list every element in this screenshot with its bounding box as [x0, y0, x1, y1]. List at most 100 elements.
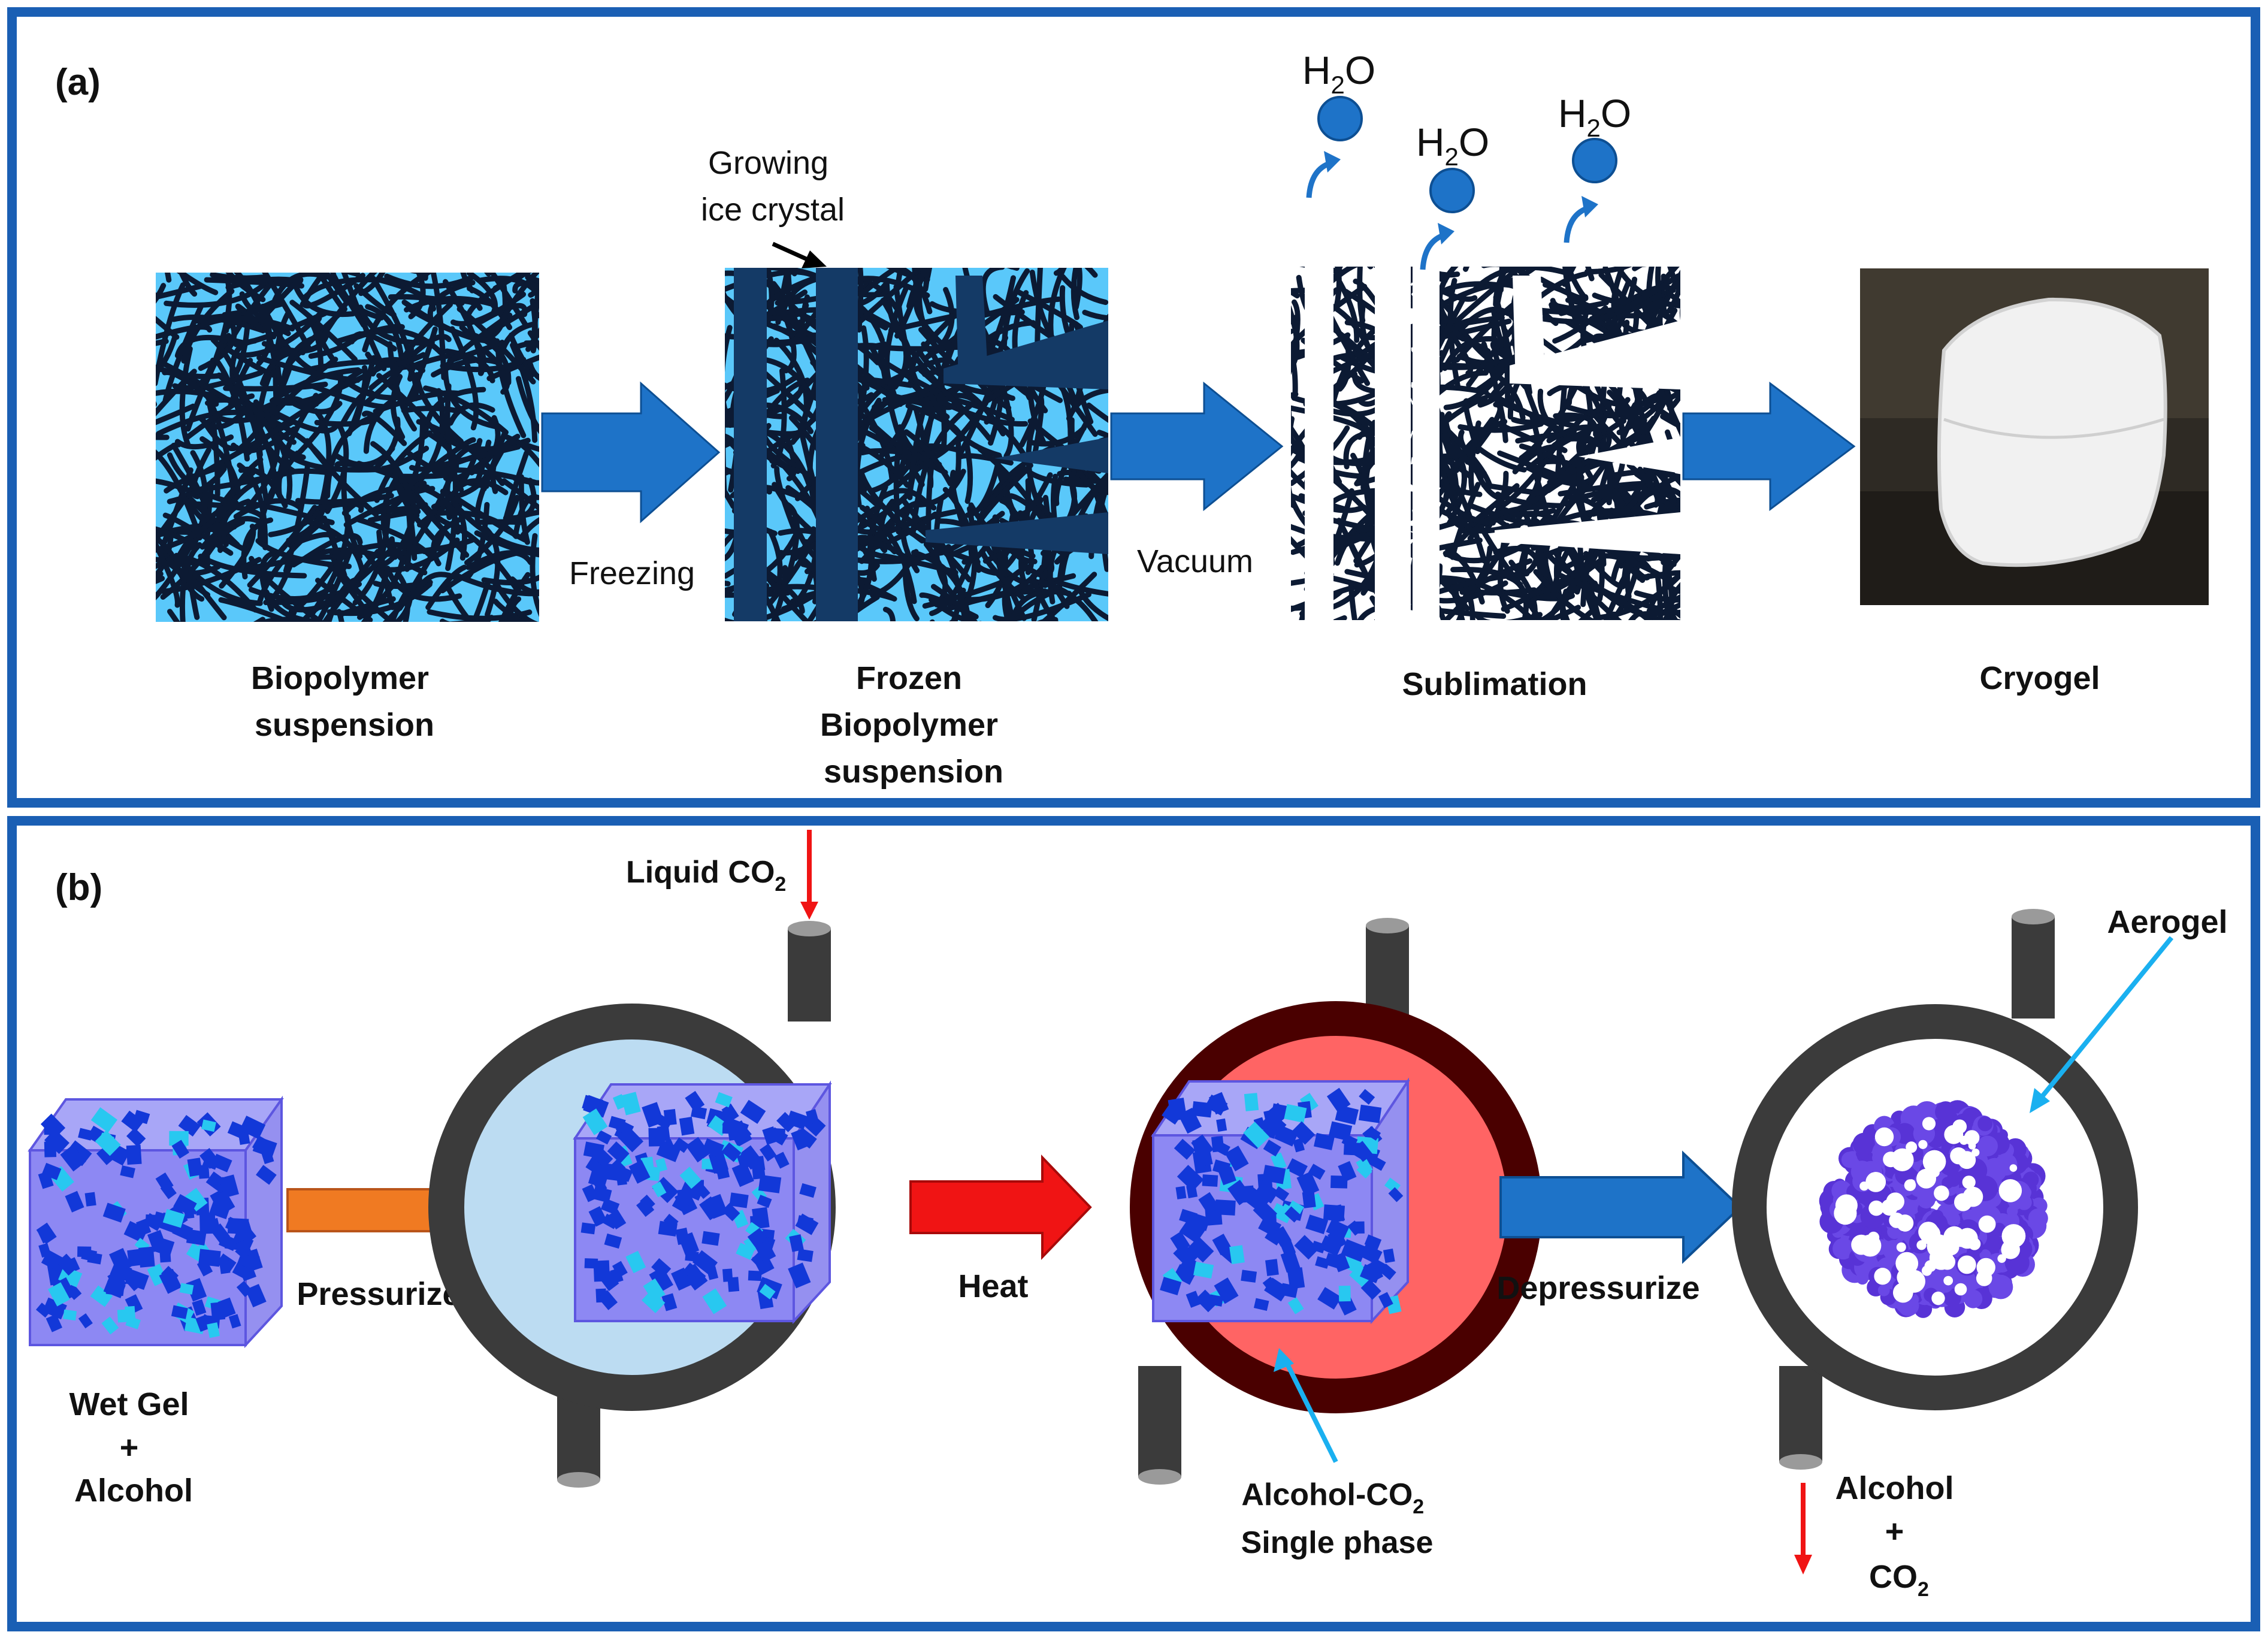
biopolymer-fiber — [156, 403, 196, 425]
biopolymer-fiber — [963, 437, 973, 504]
gel-particle — [46, 1314, 63, 1332]
aerogel-pore — [1976, 1258, 1995, 1277]
depressurize-label: Depressurize — [1496, 1270, 1700, 1306]
gel-particle — [1284, 1206, 1301, 1223]
biopolymer-fiber — [1333, 267, 1342, 309]
biopolymer-fiber — [1470, 504, 1547, 535]
biopolymer-fiber — [464, 501, 490, 581]
biopolymer-fiber — [1097, 479, 1108, 524]
cryogel-caption: Cryogel — [1979, 660, 2100, 696]
aerogel-node — [1841, 1152, 1858, 1168]
biopolymer-fiber — [446, 586, 474, 622]
biopolymer-fiber — [1471, 625, 1528, 660]
gel-particle — [1177, 1165, 1204, 1192]
gel-particle — [210, 1223, 231, 1244]
biopolymer-fiber — [425, 564, 467, 611]
gel-particle — [748, 1270, 762, 1282]
biopolymer-fiber — [162, 369, 219, 407]
gel-particle — [179, 1283, 194, 1295]
biopolymer-fiber — [880, 297, 912, 356]
biopolymer-fiber — [1604, 456, 1613, 506]
gel-particle — [1214, 1277, 1239, 1304]
biopolymer-fiber — [1435, 604, 1447, 620]
biopolymer-fiber — [156, 526, 192, 545]
gel-particle — [1319, 1235, 1343, 1256]
aerogel-node — [1930, 1210, 1944, 1223]
biopolymer-fiber — [1498, 396, 1561, 431]
gel-particle — [239, 1116, 266, 1140]
gel-particle — [636, 1198, 655, 1217]
gel-particle — [101, 1316, 119, 1335]
biopolymer-fiber — [496, 273, 539, 328]
aerogel-pore — [1943, 1276, 1953, 1286]
biopolymer-fiber — [1435, 507, 1475, 542]
biopolymer-fiber — [486, 354, 539, 382]
biopolymer-fiber — [1478, 524, 1519, 582]
biopolymer-fiber — [957, 453, 1014, 466]
gel-particle — [1271, 1152, 1287, 1171]
biopolymer-fiber — [440, 618, 521, 622]
gel-particle — [102, 1202, 126, 1223]
biopolymer-fiber — [402, 489, 413, 572]
biopolymer-fiber — [1476, 446, 1527, 473]
gel-particle — [642, 1102, 664, 1128]
gel-particle — [1329, 1204, 1345, 1223]
biopolymer-fiber — [453, 573, 539, 597]
water-vapor-2: H2O — [1416, 120, 1489, 270]
aerogel-node — [1946, 1212, 1961, 1226]
biopolymer-fiber — [1462, 583, 1475, 620]
gel-particle — [1215, 1199, 1236, 1216]
heat-arrow — [909, 1155, 1092, 1260]
gel-particle — [1263, 1109, 1280, 1129]
gel-particle — [1292, 1138, 1305, 1153]
gel-particle — [789, 1234, 804, 1252]
biopolymer-fiber — [1525, 598, 1544, 620]
gel-particle — [729, 1192, 749, 1208]
biopolymer-fiber — [341, 273, 361, 277]
biopolymer-fiber — [156, 292, 157, 297]
gel-particle — [651, 1181, 667, 1198]
biopolymer-fiber — [344, 273, 350, 274]
biopolymer-fiber — [1357, 267, 1366, 324]
biopolymer-fiber — [531, 280, 539, 337]
biopolymer-fiber — [1006, 268, 1020, 271]
gel-particle — [96, 1146, 116, 1165]
biopolymer-fiber — [410, 273, 433, 274]
gel-particle — [797, 1249, 814, 1262]
cryogel-photo — [1860, 268, 2209, 605]
gel-particle — [658, 1220, 678, 1237]
biopolymer-fiber — [527, 361, 539, 381]
biopolymer-fiber — [373, 416, 401, 471]
gel-particle — [722, 1268, 733, 1282]
gel-particle — [1193, 1261, 1214, 1279]
biopolymer-fiber — [1011, 589, 1072, 618]
biopolymer-fiber — [1336, 518, 1375, 592]
aerogel-pore — [1889, 1213, 1905, 1228]
gel-particle — [628, 1160, 651, 1184]
biopolymer-fiber — [490, 434, 521, 494]
single-phase-caption: Alcohol-CO2 Single phase — [1241, 1477, 1434, 1560]
gel-particle — [1186, 1184, 1198, 1199]
biopolymer-fiber — [479, 299, 539, 340]
gel-particle — [1347, 1220, 1363, 1236]
biopolymer-fiber — [1481, 482, 1547, 497]
biopolymer-fiber — [929, 552, 975, 616]
biopolymer-fiber — [507, 596, 522, 622]
gel-particle — [121, 1110, 144, 1132]
aerogel-pore — [1851, 1234, 1872, 1255]
gel-particle — [580, 1222, 596, 1235]
biopolymer-fiber — [903, 429, 953, 486]
gel-particle — [805, 1109, 819, 1125]
biopolymer-fiber — [1291, 288, 1300, 299]
gel-particle — [1173, 1264, 1196, 1285]
biopolymer-fiber — [156, 449, 202, 541]
gel-particle — [625, 1250, 646, 1274]
gel-particle — [1311, 1240, 1326, 1253]
gel-particle — [706, 1193, 728, 1219]
gel-particle — [125, 1305, 136, 1320]
biopolymer-fiber — [156, 434, 170, 440]
biopolymer-fiber — [764, 268, 775, 324]
gel-particle — [582, 1184, 598, 1202]
biopolymer-fiber — [169, 554, 205, 602]
gel-particle — [1262, 1165, 1286, 1184]
